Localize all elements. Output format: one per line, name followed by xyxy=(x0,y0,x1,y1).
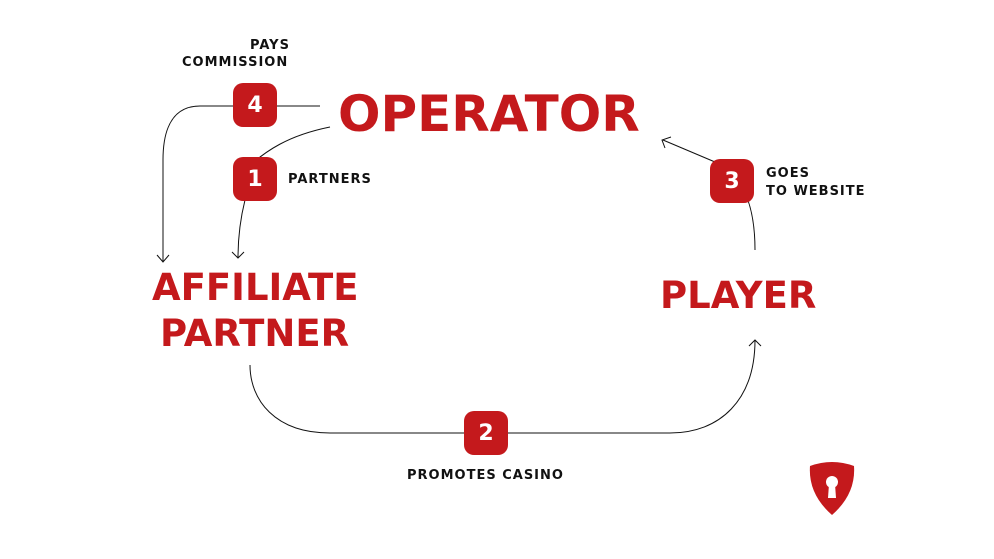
step-2-label: PROMOTES CASINO xyxy=(407,468,564,483)
node-operator: OPERATOR xyxy=(338,85,640,143)
arrow-promotes xyxy=(249,339,762,434)
step-2-badge: 2 xyxy=(464,411,508,455)
shield-keyhole-icon xyxy=(809,462,855,515)
step-3-label-line1: GOES xyxy=(766,166,810,181)
step-4-badge: 4 xyxy=(233,83,277,127)
node-player: PLAYER xyxy=(660,274,817,317)
step-4-label-line1: PAYS xyxy=(250,38,290,53)
node-affiliate-line1: AFFILIATE xyxy=(152,266,359,309)
step-1-label: PARTNERS xyxy=(288,172,372,187)
step-4-label-line2: COMMISSION xyxy=(182,55,289,70)
node-affiliate-line2: PARTNER xyxy=(160,312,350,355)
arrow-pays-commission xyxy=(156,105,320,263)
step-3-label-line2: TO WEBSITE xyxy=(766,184,866,199)
step-3-badge: 3 xyxy=(710,159,754,203)
step-1-badge: 1 xyxy=(233,157,277,201)
